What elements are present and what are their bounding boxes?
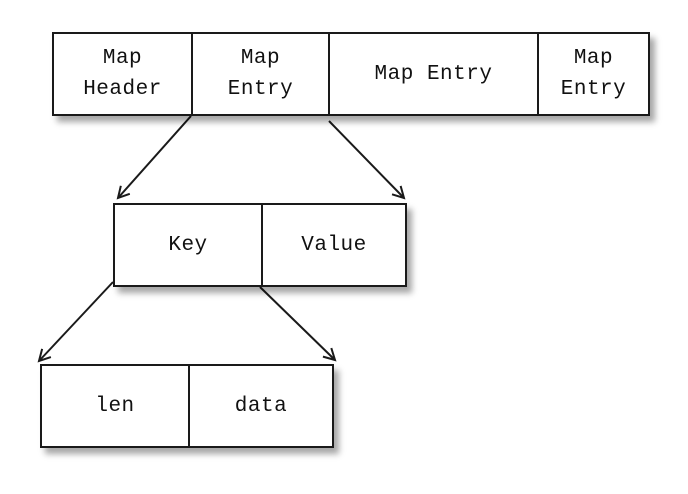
len-cell: len: [95, 394, 135, 418]
map-row: Map Header Map Entry Map Entry Map Entry: [52, 32, 650, 116]
map-header-cell: Map Header: [83, 47, 162, 101]
arrow-entry-to-value: [328, 120, 404, 198]
arrow-key-to-len: [39, 281, 114, 361]
arrow-key-to-data: [259, 286, 335, 360]
arrow-entry-to-key: [118, 115, 192, 198]
value-cell: Value: [261, 205, 405, 285]
data-cell: data: [188, 366, 332, 446]
key-cell: Key: [168, 233, 208, 257]
map-entry-cell: Map Entry: [537, 34, 648, 114]
key-row: len data: [40, 364, 334, 448]
entry-row: Key Value: [113, 203, 407, 287]
map-entry-cell: Map Entry: [328, 34, 537, 114]
map-entry-cell: Map Entry: [191, 34, 328, 114]
